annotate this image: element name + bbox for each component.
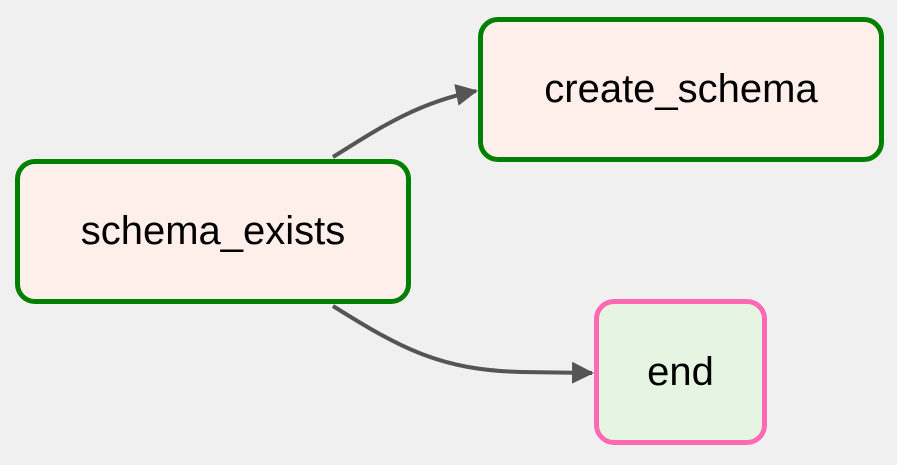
edge-schema-exists-to-end [331, 304, 594, 384]
node-label: schema_exists [80, 209, 346, 253]
node-end[interactable]: end [594, 299, 767, 445]
node-create-schema[interactable]: create_schema [478, 17, 884, 162]
node-label: create_schema [544, 67, 818, 111]
edge-schema-exists-to-create-schema [331, 84, 478, 159]
node-label: end [647, 349, 714, 394]
node-schema-exists[interactable]: schema_exists [15, 159, 411, 304]
